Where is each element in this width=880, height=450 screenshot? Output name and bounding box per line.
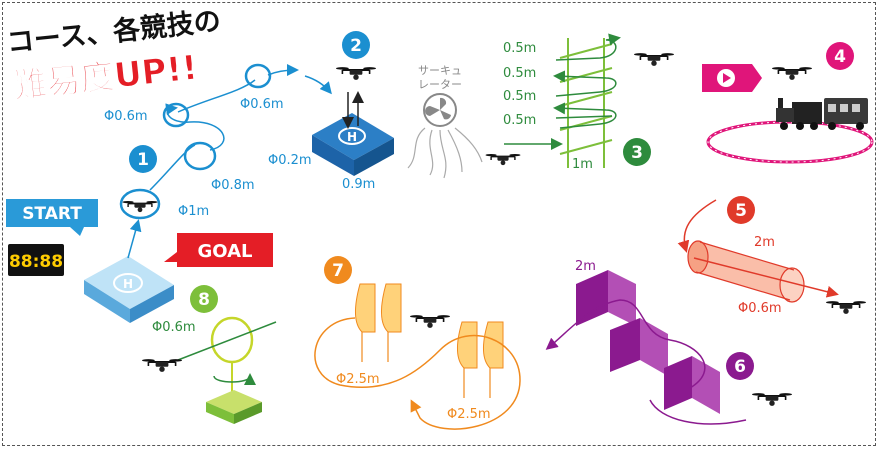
- course3-gap-label-1: 0.5m: [503, 41, 536, 56]
- course1-ring-label-2: Φ0.8m: [211, 178, 255, 193]
- course3-number-badge: [623, 138, 651, 166]
- course5-drone-icon: [824, 300, 868, 315]
- course3-drone-icon-start: [484, 153, 522, 167]
- course3-number: 3: [631, 143, 643, 163]
- course5-length-label: 2m: [754, 235, 775, 250]
- course1-number-badge: [129, 145, 157, 173]
- start-helipad: H: [84, 256, 174, 323]
- course4-number-badge: [826, 42, 854, 70]
- course1-drone-icon: [121, 200, 159, 214]
- course8-ring-label: Φ0.6m: [152, 320, 196, 335]
- goal-text: GOAL: [198, 241, 253, 262]
- course2-number-badge: [342, 31, 370, 59]
- course8-ring-stand: [206, 316, 262, 424]
- course2-number: 2: [350, 36, 362, 56]
- start-helipad-letter: H: [123, 277, 133, 291]
- course7-number-badge: [324, 256, 352, 284]
- course8-drone-icon: [140, 358, 184, 373]
- course6-number: 6: [734, 357, 746, 377]
- course5-number: 5: [735, 201, 747, 221]
- course1-ring-3: [162, 102, 190, 128]
- circulator-label-2: レーター: [418, 78, 462, 91]
- heading-line2: 難易度UP!!: [11, 48, 200, 107]
- start-label: START: [6, 199, 98, 236]
- course3-width-label: 1m: [572, 157, 593, 172]
- course1-ring-4: [244, 63, 272, 89]
- course6-number-badge: [726, 352, 754, 380]
- course6-walls: [576, 270, 720, 414]
- course7-drone-icon: [408, 314, 452, 329]
- course6-height-label: 2m: [575, 259, 596, 274]
- course3-gap-label-2: 0.5m: [503, 66, 536, 81]
- course1-ring-1: [119, 188, 161, 220]
- circulator: サーキュ レーター: [407, 64, 483, 179]
- course6-drone-icon: [750, 392, 794, 407]
- course4-video-icon: [702, 64, 762, 92]
- course3-ladder: [504, 33, 621, 168]
- course7-ring-label-2: Φ2.5m: [447, 407, 491, 422]
- dashed-frame: [2, 2, 876, 446]
- course3-drone-icon-end: [632, 52, 676, 67]
- goal-label-bg: [177, 233, 273, 267]
- course3-gap-label-4: 0.5m: [503, 113, 536, 128]
- course4-number: 4: [834, 47, 846, 67]
- train-icon: [776, 98, 868, 130]
- course2-drone-icon: [334, 66, 378, 81]
- course7-ring-label-1: Φ2.5m: [336, 372, 380, 387]
- course2-width-label: 0.9m: [342, 177, 375, 192]
- circulator-label-1: サーキュ: [418, 64, 462, 77]
- course1-ring-label-4: Φ0.6m: [240, 97, 284, 112]
- start-label-bg: [6, 199, 98, 227]
- course8-number: 8: [198, 290, 210, 310]
- course7-hoops: [355, 283, 504, 398]
- course1-path: [119, 63, 332, 259]
- course4-track: [706, 120, 874, 164]
- course1-ring-label-3: Φ0.6m: [104, 109, 148, 124]
- course7-number: 7: [332, 261, 344, 281]
- course2-helipad-letter: H: [347, 130, 357, 144]
- course5-number-badge: [727, 196, 755, 224]
- timer-digits: 88:88: [9, 252, 63, 272]
- course2-size-label: Φ0.2m: [268, 153, 312, 168]
- heading: コース、各競技の 難易度UP!!: [5, 5, 222, 108]
- course4-drone-icon: [770, 66, 814, 81]
- course5-diameter-label: Φ0.6m: [738, 301, 782, 316]
- course1-ring-label-1: Φ1m: [178, 204, 209, 219]
- course1-number: 1: [137, 150, 149, 170]
- course1-ring-2: [183, 141, 217, 171]
- start-text: START: [22, 204, 82, 224]
- timer-display: 88:88: [8, 244, 64, 276]
- course3-gap-label-3: 0.5m: [503, 89, 536, 104]
- goal-label: GOAL: [164, 233, 273, 267]
- course2-helipad: H: [312, 113, 394, 176]
- course8-number-badge: [190, 285, 218, 313]
